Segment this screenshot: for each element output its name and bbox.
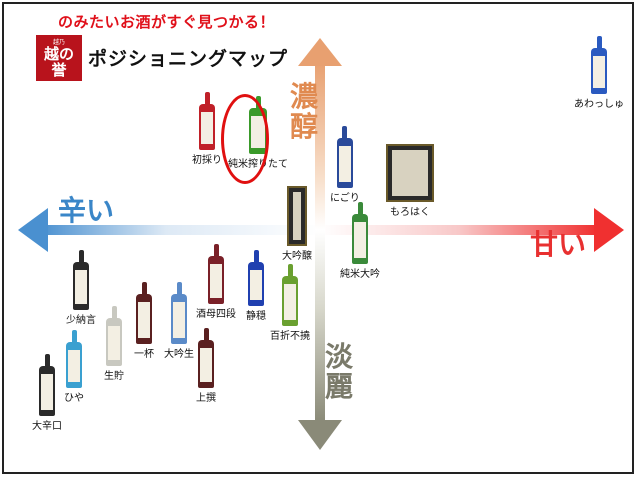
bottom-arrow <box>298 230 342 450</box>
product-item[interactable]: ひや <box>64 330 84 404</box>
product-label: 百折不撓 <box>270 331 310 342</box>
map-frame <box>2 2 634 474</box>
sake-bottle-icon <box>39 354 55 416</box>
tagline: のみたいお酒がすぐ見つかる！ <box>58 13 276 31</box>
sake-bottle-icon <box>282 264 298 326</box>
axis-label-rich: 濃醇 <box>290 80 319 143</box>
top-arrow <box>298 38 342 230</box>
product-item[interactable]: 生貯 <box>104 306 124 382</box>
product-label: 生貯 <box>104 371 124 382</box>
product-label: あわっしゅ <box>574 99 624 110</box>
sake-bottle-icon <box>248 250 264 306</box>
sake-bottle-icon <box>591 36 607 94</box>
product-label: もろはく <box>390 207 430 218</box>
product-label: 一杯 <box>134 349 154 360</box>
product-label: 上撰 <box>196 393 216 404</box>
sake-bottle-icon <box>66 330 82 388</box>
product-item[interactable]: もろはく <box>386 144 434 218</box>
logo-top: 越乃 <box>52 38 65 46</box>
sake-box-icon <box>386 144 434 202</box>
product-label: 大吟生 <box>164 349 194 360</box>
axis-label-light: 淡麗 <box>325 340 354 403</box>
sake-bottle-icon <box>171 282 187 344</box>
product-item[interactable]: あわっしゅ <box>574 36 624 110</box>
product-item[interactable]: 百折不撓 <box>270 264 310 342</box>
product-label: 純米大吟 <box>340 269 380 280</box>
sake-bottle-icon <box>198 328 214 388</box>
left-arrow <box>18 208 320 252</box>
axis-label-dry: 辛い <box>58 194 115 227</box>
product-item[interactable]: 大辛口 <box>32 354 62 432</box>
product-item[interactable]: 大吟生 <box>164 282 194 360</box>
product-item[interactable]: 一杯 <box>134 282 154 360</box>
product-item[interactable]: 初採り <box>192 92 222 166</box>
logo-sub: 誉 <box>51 60 67 79</box>
sake-bottle-icon <box>106 306 122 366</box>
product-label: にごり <box>330 193 360 204</box>
brand-logo: 越乃 越の 誉 <box>36 35 82 81</box>
product-item[interactable]: 静穏 <box>246 250 266 322</box>
sake-bottle-icon <box>199 92 215 150</box>
product-label: 初採り <box>192 155 222 166</box>
product-item[interactable]: 酒母四段 <box>196 244 236 320</box>
highlight-circle <box>221 94 269 184</box>
axis-label-sweet: 甘い <box>530 228 587 261</box>
sake-bottle-icon <box>136 282 152 344</box>
product-item[interactable]: にごり <box>330 126 360 204</box>
product-label: 大吟醸 <box>282 251 312 262</box>
sake-bottle-icon <box>208 244 224 304</box>
product-label: ひや <box>64 393 84 404</box>
product-label: 少納言 <box>66 315 96 326</box>
product-label: 酒母四段 <box>196 309 236 320</box>
sake-bottle-icon <box>352 202 368 264</box>
product-item[interactable]: 少納言 <box>66 250 96 326</box>
product-item[interactable]: 純米大吟 <box>340 202 380 280</box>
right-arrow <box>320 208 624 252</box>
sake-bottle-icon <box>336 126 353 188</box>
product-item[interactable]: 上撰 <box>196 328 216 404</box>
sake-box-icon <box>287 186 307 246</box>
logo-main: 越の <box>43 44 74 63</box>
map-title: ポジショニングマップ <box>88 48 289 70</box>
sake-bottle-icon <box>73 250 89 310</box>
product-label: 大辛口 <box>32 421 62 432</box>
product-item[interactable]: 大吟醸 <box>282 186 312 262</box>
product-label: 静穏 <box>246 311 266 322</box>
